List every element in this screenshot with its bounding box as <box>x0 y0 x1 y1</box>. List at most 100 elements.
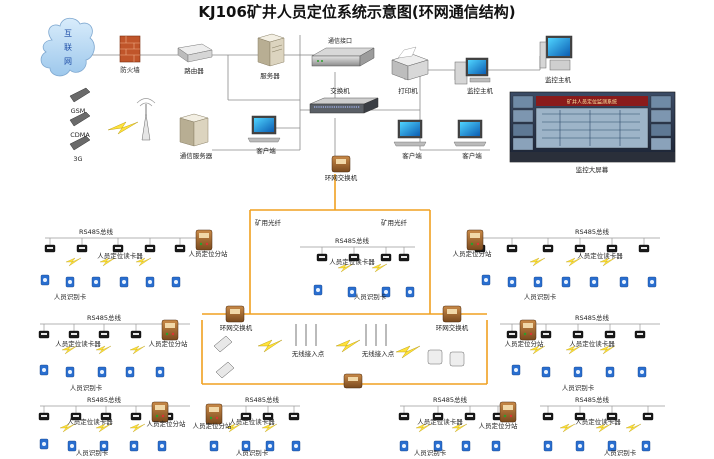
id-card-icon <box>313 284 323 296</box>
signal-bolt-icon <box>129 423 146 433</box>
reader-icon <box>574 412 586 421</box>
monitor-host-label: 监控主机 <box>467 86 494 95</box>
ring-switch-left-icon <box>225 305 245 323</box>
card-label: 人员识别卡 <box>76 448 109 457</box>
reader-icon <box>174 244 186 253</box>
id-card-icon <box>265 440 275 452</box>
svg-text:联: 联 <box>64 43 72 52</box>
id-card-icon <box>533 276 543 288</box>
fiber-label-left: 矿用光纤 <box>255 218 282 227</box>
switch-icon <box>309 97 379 114</box>
signal-bolt-icon <box>59 423 76 433</box>
signal-bolt-icon <box>65 257 82 267</box>
wireless-lightning-icon <box>107 121 139 135</box>
id-card-icon <box>605 366 615 378</box>
reader-icon <box>38 330 50 339</box>
id-card-icon <box>125 366 135 378</box>
client-pc-3-icon <box>453 119 487 147</box>
ring-switch-top-label: 环网交换机 <box>325 173 358 182</box>
reader-icon <box>432 412 444 421</box>
substation-label: 人员定位分站 <box>193 421 233 430</box>
id-card-icon <box>433 440 443 452</box>
id-card-icon <box>561 276 571 288</box>
client-3-label: 客户端 <box>462 151 482 160</box>
reader-icon <box>44 244 56 253</box>
wireless-area <box>213 324 465 379</box>
signal-bolt-icon <box>559 423 576 433</box>
id-card-icon <box>573 366 583 378</box>
client-pc-2-icon <box>393 119 427 147</box>
id-card-icon <box>291 440 301 452</box>
client-label: 客户端 <box>256 146 276 155</box>
id-card-icon <box>511 364 521 376</box>
ring-switch-right-label: 环网交换机 <box>436 323 469 332</box>
signal-bolt-icon <box>95 345 112 355</box>
id-card-icon <box>589 276 599 288</box>
substation-icon <box>195 229 213 251</box>
reader-icon <box>398 412 410 421</box>
reader-icon <box>634 330 646 339</box>
fiber-label-right: 矿用光纤 <box>381 218 408 227</box>
substation-icon <box>161 319 179 341</box>
card-label: 人员识别卡 <box>562 383 595 392</box>
reader-icon <box>606 244 618 253</box>
reader-icon <box>348 253 360 262</box>
reader-label: 人员定位读卡器 <box>55 339 101 348</box>
id-card-icon <box>99 440 109 452</box>
signal-bolt-icon <box>225 423 242 433</box>
card-label: 人员识别卡 <box>70 383 103 392</box>
reader-icon <box>464 412 476 421</box>
video-wall: 矿井人员定位监测系统 <box>509 91 676 163</box>
reader-icon <box>130 412 142 421</box>
firewall-icon <box>119 35 141 63</box>
id-card-icon <box>381 286 391 298</box>
reader-label: 人员定位读卡器 <box>229 417 275 426</box>
reader-icon <box>604 330 616 339</box>
reader-icon <box>638 244 650 253</box>
rs485-bus-label: RS485总线 <box>87 395 122 404</box>
id-card-icon <box>399 440 409 452</box>
router-label: 路由器 <box>184 66 204 75</box>
signal-bolt-icon <box>95 423 112 433</box>
internet-cloud: 互 联 网 <box>40 17 95 77</box>
id-card-icon <box>347 286 357 298</box>
substation-icon <box>499 401 517 423</box>
reader-icon <box>574 244 586 253</box>
rs485-bus-label: RS485总线 <box>575 227 610 236</box>
substation-label: 人员定位分站 <box>147 419 187 428</box>
signal-bolt-icon <box>599 345 616 355</box>
antenna-icon <box>136 98 156 141</box>
signal-bolt-icon <box>565 257 582 267</box>
reader-label: 人员定位读卡器 <box>577 251 623 260</box>
ring-switch-bottom-icon <box>343 373 363 389</box>
svg-text:网: 网 <box>64 57 72 66</box>
signal-bolt-icon <box>135 257 152 267</box>
reader-icon <box>398 253 410 262</box>
printer-icon <box>391 46 429 81</box>
id-card-icon <box>575 440 585 452</box>
reader-icon <box>606 412 618 421</box>
id-card-icon <box>129 440 139 452</box>
reader-icon <box>262 412 274 421</box>
card-label: 人员识别卡 <box>414 448 447 457</box>
router-icon <box>177 43 213 63</box>
signal-bolt-icon <box>415 423 432 433</box>
reader-icon <box>506 244 518 253</box>
switch-label: 交换机 <box>330 86 350 95</box>
svg-text:互: 互 <box>64 29 72 38</box>
firewall-label: 防火墙 <box>120 65 140 74</box>
fiber-ring <box>201 174 488 385</box>
monitor-host-2-icon <box>539 35 573 71</box>
substation-icon <box>151 401 169 423</box>
card-label: 人员识别卡 <box>524 292 557 301</box>
id-card-icon <box>97 366 107 378</box>
reader-icon <box>240 412 252 421</box>
reader-icon <box>572 330 584 339</box>
id-card-icon <box>481 274 491 286</box>
wireless-ap-label-2: 无线接入点 <box>362 349 395 358</box>
id-card-icon <box>543 440 553 452</box>
id-card-icon <box>241 440 251 452</box>
signal-bolt-icon <box>261 423 278 433</box>
reader-icon <box>380 253 392 262</box>
